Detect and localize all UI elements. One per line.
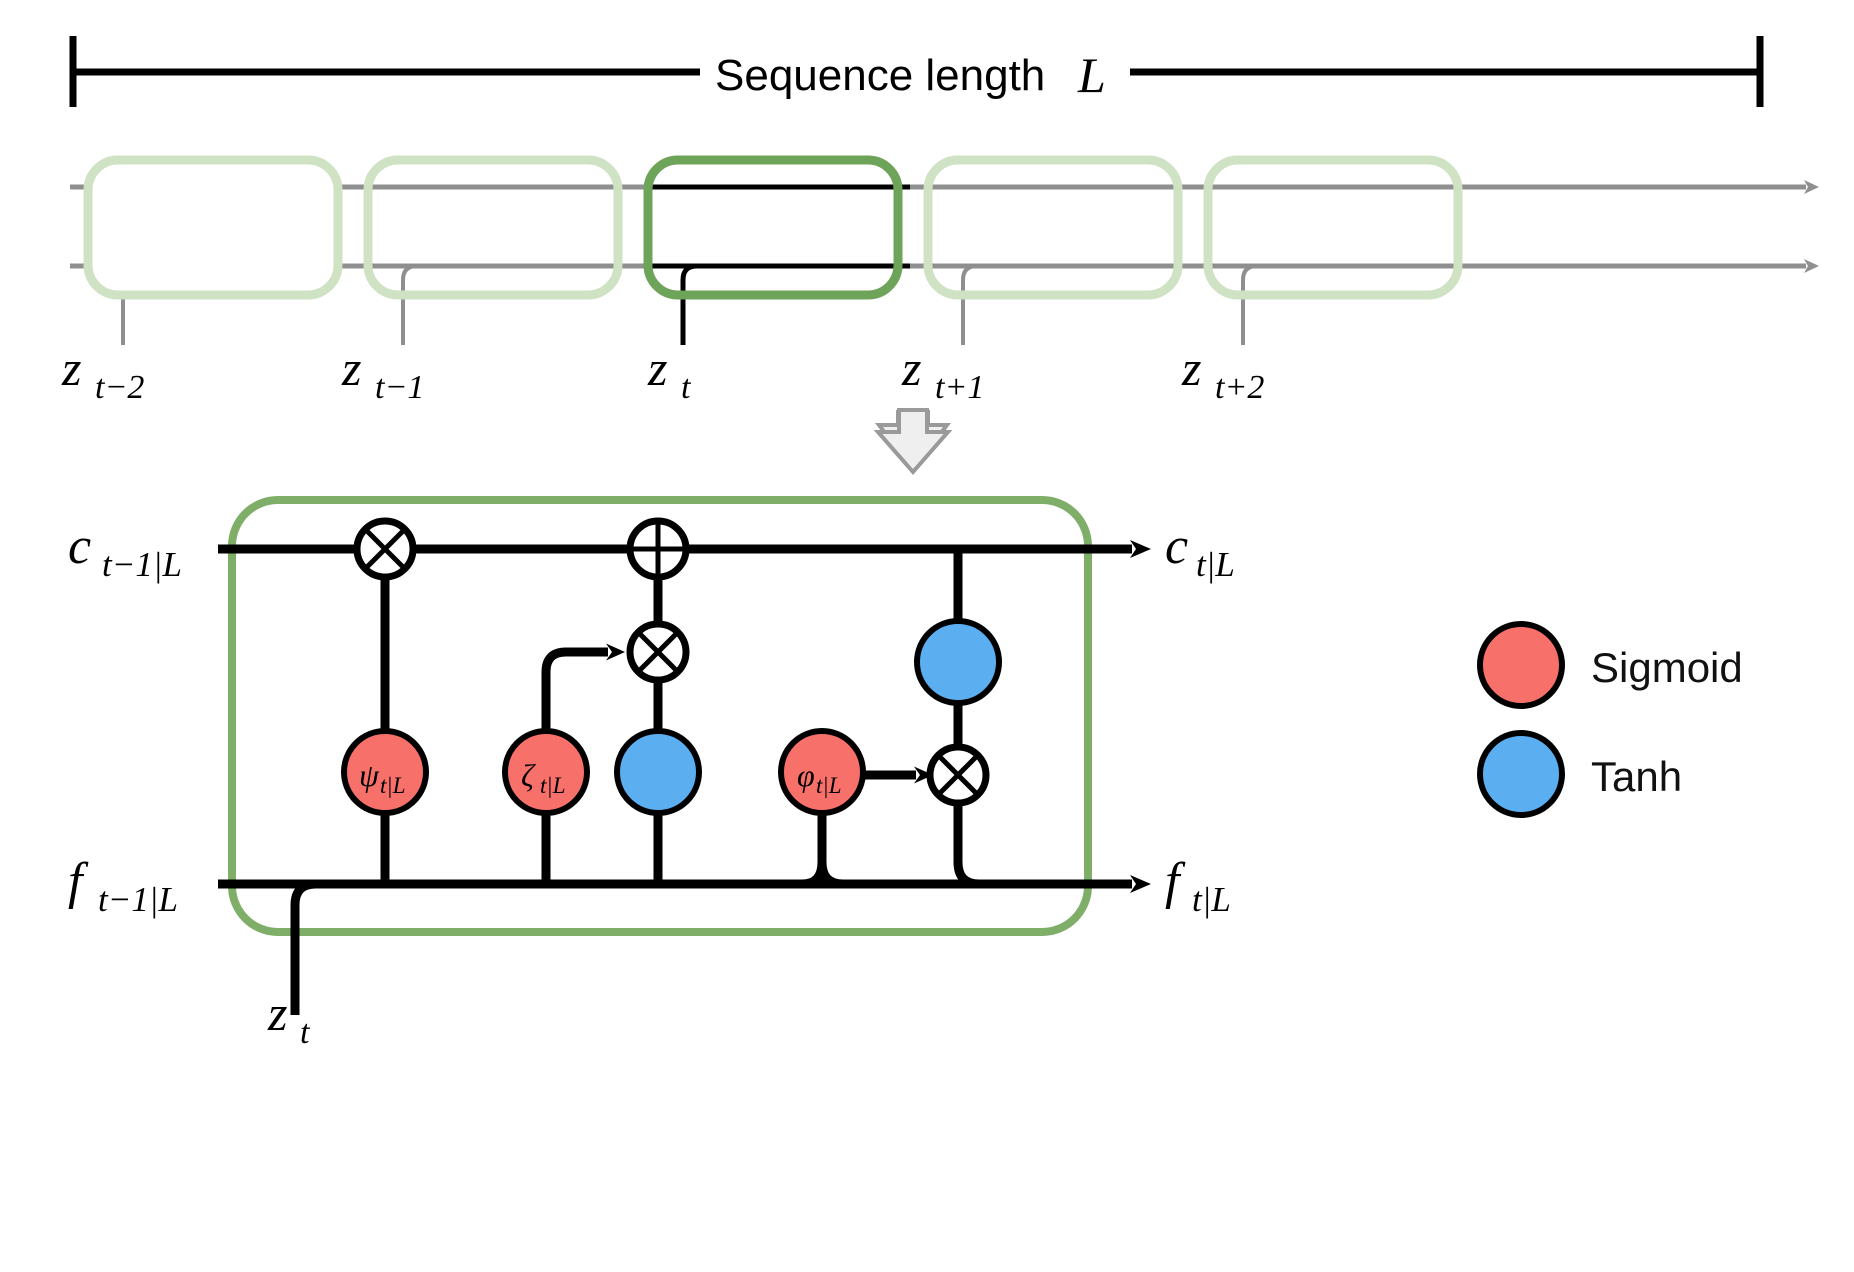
sequence-cell-t+2[interactable] (1203, 155, 1463, 300)
gate-node-output-tanh[interactable] (914, 618, 1002, 706)
phi-to-rail-wire (817, 812, 1002, 889)
z-riser-t+2 (1241, 264, 1280, 345)
operator-add-cellstate[interactable] (626, 517, 690, 581)
svg-text:t: t (681, 369, 692, 406)
svg-text:z: z (1181, 340, 1201, 396)
svg-text:f: f (68, 853, 89, 910)
label-input-z: z t (267, 985, 311, 1051)
output-to-hidden-wire (953, 800, 1110, 889)
sequence-length-bracket: Sequence length L (69, 36, 1764, 107)
z-riser-t+1 (961, 264, 1000, 345)
z-input-wire (290, 879, 360, 1015)
gate-node-input-sigmoid[interactable]: ζ t|L (502, 728, 590, 816)
svg-text:t−2: t−2 (95, 369, 144, 406)
lstm-cell-detail: ψ t|L ζ t|L φ t|L c t−1|L f t−1|L (68, 496, 1235, 1051)
gate-label-phi: φ (797, 757, 815, 793)
sequence-length-label: Sequence length (715, 51, 1045, 100)
svg-text:t−1: t−1 (375, 369, 424, 406)
svg-text:z: z (647, 340, 667, 396)
svg-text:f: f (1165, 853, 1186, 910)
svg-text:t|L: t|L (1192, 880, 1231, 919)
z-label-t+1: z t+1 (901, 340, 984, 406)
gate-node-candidate-tanh[interactable] (614, 728, 702, 816)
gate-sub-zeta: t|L (540, 773, 566, 798)
legend-item-tanh: Tanh (1477, 730, 1682, 818)
zoom-down-arrow (873, 408, 953, 476)
sequence-cell-t-2[interactable] (83, 155, 343, 300)
gate-label-psi: ψ (359, 757, 380, 793)
svg-text:z: z (341, 340, 361, 396)
legend-swatch-sigmoid (1477, 621, 1565, 709)
svg-text:c: c (1165, 518, 1188, 575)
svg-text:t+1: t+1 (935, 369, 984, 406)
sequence-cell-t-1[interactable] (363, 155, 623, 300)
z-label-t+2: z t+2 (1181, 340, 1264, 406)
z-label-t-2: z t−2 (61, 340, 144, 406)
svg-text:z: z (901, 340, 921, 396)
z-label-t-1: z t−1 (341, 340, 424, 406)
svg-text:t|L: t|L (1196, 545, 1235, 584)
input-gate-wire (541, 643, 625, 884)
z-label-t: z t (647, 340, 692, 406)
svg-text:t+2: t+2 (1215, 369, 1264, 406)
gate-sub-psi: t|L (380, 773, 406, 798)
label-hidden-state-in: f t−1|L (68, 853, 178, 919)
legend-item-sigmoid: Sigmoid (1477, 621, 1743, 709)
gate-node-output-sigmoid[interactable]: φ t|L (778, 728, 866, 816)
svg-text:z: z (267, 985, 287, 1041)
svg-text:z: z (61, 340, 81, 396)
unrolled-sequence: z t−2 z t−1 z t z t+1 z t+2 (61, 155, 1819, 406)
label-cell-state-in: c t−1|L (68, 518, 182, 584)
z-riser-t (680, 263, 720, 345)
sequence-cell-t[interactable] (643, 155, 903, 300)
sequence-cell-t+1[interactable] (923, 155, 1183, 300)
label-cell-state-out: c t|L (1165, 518, 1235, 584)
legend: Sigmoid Tanh (1477, 621, 1743, 818)
legend-label-sigmoid: Sigmoid (1591, 644, 1743, 691)
operator-multiply-forget[interactable] (353, 517, 417, 581)
z-riser-t-1 (401, 264, 440, 345)
svg-text:c: c (68, 518, 91, 575)
gate-node-forget-sigmoid[interactable]: ψ t|L (341, 728, 429, 816)
sequence-length-symbol: L (1077, 47, 1106, 103)
svg-text:t: t (300, 1014, 311, 1051)
legend-label-tanh: Tanh (1591, 753, 1682, 800)
svg-text:t−1|L: t−1|L (98, 880, 178, 919)
legend-swatch-tanh (1477, 730, 1565, 818)
svg-text:t−1|L: t−1|L (102, 545, 182, 584)
lstm-cell-boundary[interactable] (228, 496, 1092, 936)
operator-multiply-input[interactable] (626, 620, 690, 684)
gate-label-zeta: ζ (521, 757, 536, 793)
gate-sub-phi: t|L (816, 773, 842, 798)
operator-multiply-output[interactable] (926, 743, 990, 807)
label-hidden-state-out: f t|L (1165, 853, 1231, 919)
